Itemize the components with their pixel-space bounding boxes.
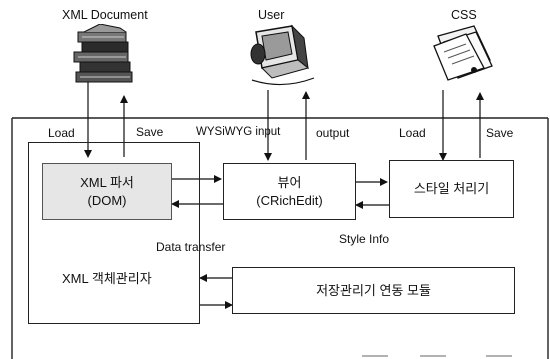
- load-label-left: Load: [48, 127, 75, 139]
- storage-module-title: 저장관리기 연동 모듈: [316, 282, 431, 300]
- viewer-title: 뷰어: [278, 174, 302, 192]
- object-manager-title: XML 객체관리자: [62, 272, 152, 285]
- viewer-subtitle: (CRichEdit): [256, 192, 322, 210]
- save-label-right: Save: [486, 127, 513, 139]
- save-label-left: Save: [136, 126, 163, 138]
- paper-sheets-icon: [430, 22, 500, 84]
- style-info-label: Style Info: [339, 233, 389, 245]
- user-label: User: [258, 9, 284, 22]
- style-processor-title: 스타일 처리기: [414, 180, 489, 198]
- computer-terminal-icon: [246, 24, 320, 88]
- load-label-right: Load: [399, 127, 426, 139]
- css-label: CSS: [451, 9, 477, 22]
- xml-document-label: XML Document: [62, 9, 148, 22]
- object-manager-box: [28, 142, 200, 324]
- book-stack-icon: [70, 24, 140, 86]
- style-processor-box: 스타일 처리기: [389, 160, 514, 218]
- wysiwyg-input-label: WYSiWYG input: [196, 127, 280, 139]
- viewer-box: 뷰어 (CRichEdit): [223, 163, 356, 220]
- output-label: output: [316, 127, 349, 139]
- storage-module-box: 저장관리기 연동 모듈: [232, 267, 515, 314]
